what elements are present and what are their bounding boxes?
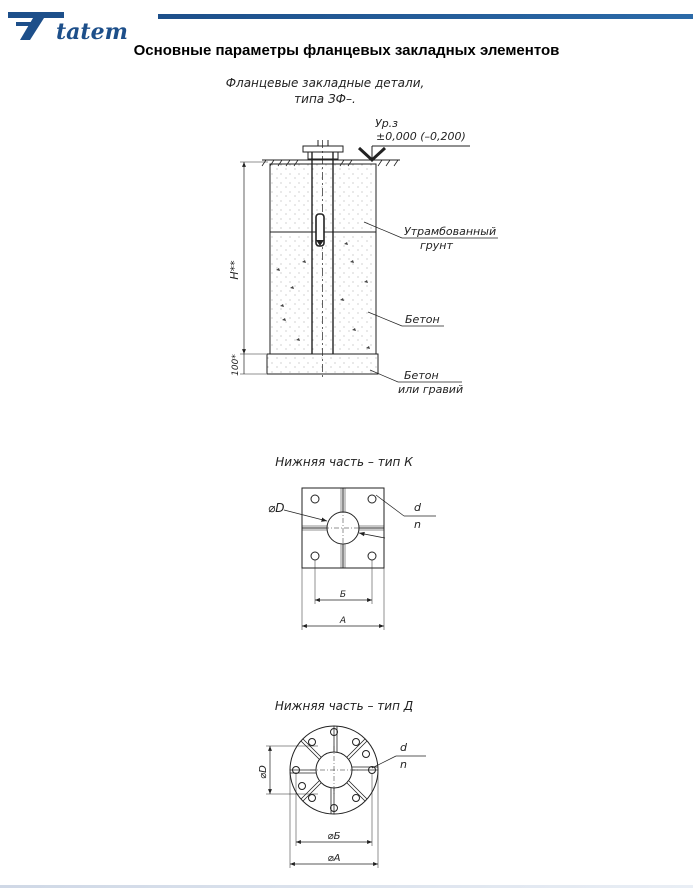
type-d-bolt-n: n [400, 758, 407, 771]
type-k-diameter: ⌀D [268, 501, 284, 515]
type-d-bolt-d: d [400, 741, 408, 754]
concrete-aggregate [276, 242, 370, 349]
footer-rule [0, 885, 693, 888]
tatem-logo: tatem [8, 12, 128, 42]
soil-label-2: грунт [420, 239, 453, 252]
top-flange [302, 145, 344, 153]
brand-name: tatem [56, 19, 128, 42]
base-label-1: Бетон [404, 369, 439, 382]
base-height-label: 100* [231, 354, 241, 376]
height-label: H** [228, 260, 241, 280]
type-d-view: Нижняя часть – тип Д d n [258, 699, 426, 868]
section-caption-line1: Фланцевые закладные детали, [226, 76, 425, 90]
section-view: Фланцевые закладные детали, типа ЗФ–. Ур… [226, 76, 498, 396]
level-label: Ур.з [375, 117, 398, 130]
level-mark [357, 146, 387, 163]
concrete-label: Бетон [405, 313, 440, 326]
type-d-caption: Нижняя часть – тип Д [275, 699, 413, 713]
round-flange-ribs [290, 726, 378, 814]
header-rule [158, 14, 693, 19]
level-value: ±0,000 (–0,200) [376, 130, 466, 143]
base-label-2: или гравий [398, 383, 463, 396]
round-bolt-holes [292, 728, 376, 812]
type-d-diameter: ⌀D [258, 765, 269, 779]
type-k-dim-a-label: А [339, 616, 346, 626]
pit-outline [269, 163, 377, 355]
type-k-bolt-d: d [414, 501, 422, 514]
soil-label-1: Утрамбованный [404, 225, 496, 238]
type-k-caption: Нижняя часть – тип К [275, 455, 413, 469]
type-d-dim-b-label: ⌀Б [328, 831, 341, 842]
type-k-view: Нижняя часть – тип К ⌀D d n Б А [268, 455, 436, 630]
page-title: Основные параметры фланцевых закладных э… [133, 42, 560, 59]
type-k-bolt-n: n [414, 518, 421, 531]
type-d-dim-a-label: ⌀А [328, 853, 341, 864]
type-k-dim-b-label: Б [340, 590, 346, 600]
square-bolt-holes [310, 494, 377, 561]
section-caption-line2: типа ЗФ–. [294, 92, 356, 106]
